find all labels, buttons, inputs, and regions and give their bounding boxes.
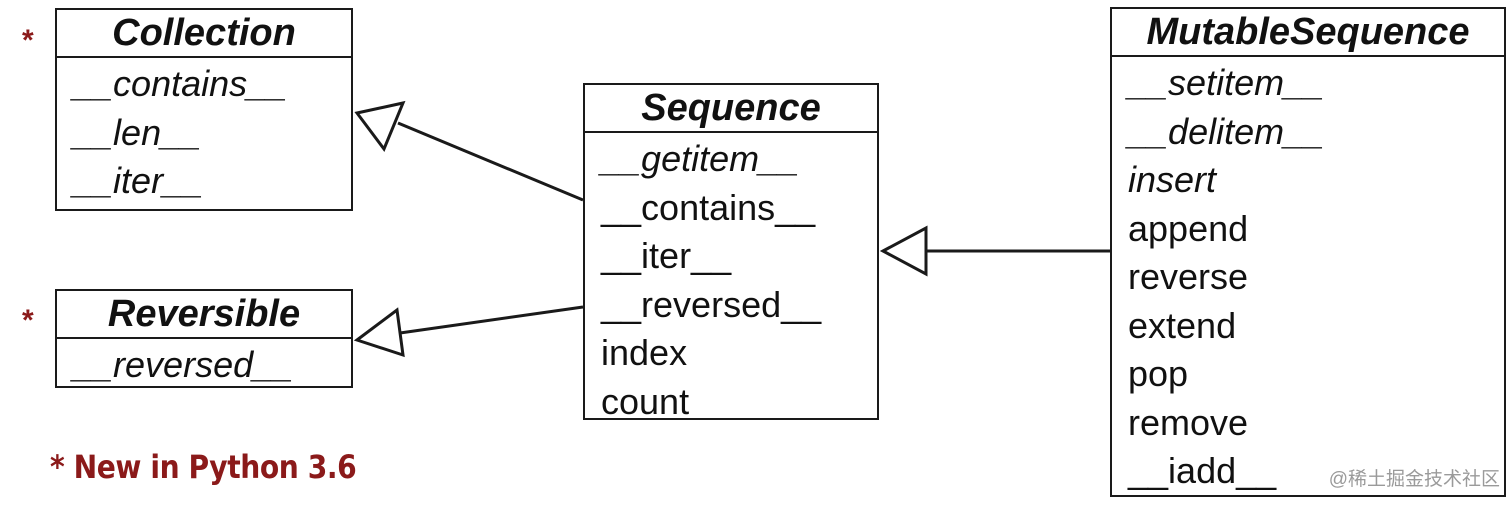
collection-class-title: Collection: [57, 10, 351, 58]
collection-inheritance-arrowhead: [354, 100, 406, 153]
sequence-inheritance-arrowhead: [879, 225, 928, 277]
footnote-new-in-python: * New in Python 3.6: [50, 448, 357, 486]
class-member: extend: [1128, 304, 1237, 346]
class-member: __reversed__: [73, 344, 294, 385]
reversible-new-marker: *: [22, 304, 34, 337]
mutablesequence-member-list: __setitem__ __delitem__insert append revers…: [1112, 57, 1504, 496]
sequence-member-list: __getitem__ __contains__ __iter__ __reverse…: [585, 133, 877, 426]
watermark-text: @稀土掘金技术社区: [1328, 469, 1500, 490]
sequence-class-box: Sequence __getitem__ __contains__ __iter__…: [583, 83, 879, 422]
class-member: __setitem__: [1128, 62, 1325, 103]
class-member: __contains__: [601, 186, 816, 228]
class-member: __reversed__: [601, 283, 822, 325]
reversible-class-title: Reversible: [57, 291, 351, 339]
class-member: count: [601, 380, 690, 422]
class-member: __len__: [73, 111, 202, 153]
collection-new-marker: *: [22, 24, 34, 57]
mutablesequence-class-box: MutableSequence __setitem__ __delitem__in…: [1110, 7, 1506, 497]
class-member: index: [601, 332, 688, 373]
class-member: __iadd__: [1128, 450, 1277, 491]
class-member: __getitem__: [601, 138, 800, 179]
sequence-class-title: Sequence: [585, 85, 877, 133]
collection-member-list: __contains__ __len__ __iter__: [57, 58, 351, 206]
class-member: __delitem__: [1128, 110, 1325, 152]
reversible-class-box: Reversible __reversed__: [55, 289, 353, 388]
class-member: append: [1128, 207, 1249, 249]
reversible-inheritance-arrowhead: [353, 307, 405, 358]
sequence-to-reversible-line: [399, 305, 584, 335]
collection-class-box: Collection __contains__ __len__ __iter__: [55, 8, 353, 211]
class-member: __iter__: [601, 235, 732, 276]
class-member: pop: [1128, 353, 1189, 394]
class-member: __contains__: [73, 63, 288, 104]
class-member: __iter__: [73, 160, 204, 201]
mutablesequence-class-title: MutableSequence: [1112, 9, 1504, 57]
class-member: insert: [1128, 159, 1217, 200]
sequence-to-collection-line: [397, 121, 584, 202]
reversible-member-list: __reversed__: [57, 339, 351, 390]
class-member: reverse: [1128, 256, 1249, 297]
class-member: remove: [1128, 401, 1249, 443]
